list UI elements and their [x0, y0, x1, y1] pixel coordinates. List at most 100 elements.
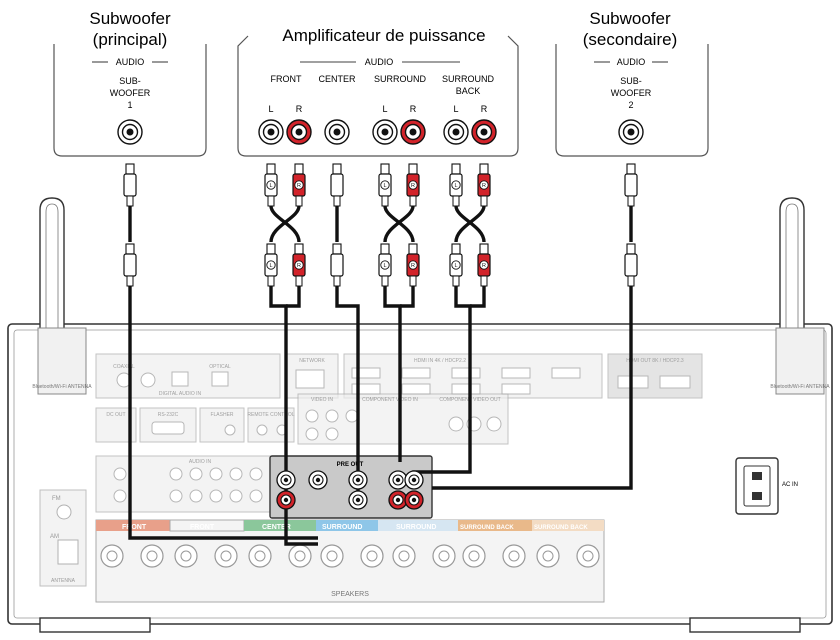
surround-l-top-plug: L [378, 163, 392, 207]
center-top-plug [330, 163, 344, 207]
antenna-label: Bluetooth/Wi-Fi ANTENNA [32, 384, 92, 390]
rear-panel-top: DIGITAL AUDIO IN OPTICAL COAXIAL NETWORK… [95, 353, 703, 399]
video-in-label: VIDEO IN [311, 397, 333, 403]
amp-channel-center: CENTER [318, 74, 356, 84]
left-foot [39, 617, 151, 633]
svg-text:L: L [383, 263, 386, 269]
center-tab [244, 520, 316, 531]
sub-2-top-plug [624, 163, 638, 207]
svg-text:R: R [482, 183, 486, 189]
right-foot [689, 617, 801, 633]
surround-r-tab [316, 520, 378, 531]
amp-surround-l-jack[interactable] [372, 119, 398, 145]
preout-sub-2[interactable] [348, 470, 368, 490]
speaker-label-surround-l: SURROUND [396, 524, 436, 531]
subwoofer-1-jack[interactable] [117, 119, 143, 145]
amplifier-audio-label: AUDIO [365, 57, 394, 67]
surround-l-bottom-plug: L [378, 243, 392, 287]
dc-out-label: DC OUT [106, 412, 125, 418]
fm-am-antenna-label: ANTENNA [51, 578, 76, 584]
amp-surround-l-label: L [382, 104, 387, 114]
svg-text:R: R [297, 263, 301, 269]
svg-text:L: L [269, 263, 272, 269]
preout-back-l[interactable] [404, 470, 424, 490]
amp-channel-back-suffix: BACK [456, 86, 481, 96]
subwoofer-main-title: Subwoofer [89, 9, 171, 28]
ac-in-label: AC IN [782, 482, 798, 488]
surround-back-r-tab [458, 520, 532, 531]
surround-l-tab [378, 520, 458, 531]
svg-text:L: L [454, 263, 457, 269]
speaker-terminal-center [180, 550, 192, 562]
amp-back-r-jack[interactable] [471, 119, 497, 145]
subwoofer-main-jack-label-3: 1 [127, 100, 132, 110]
preout-back-r[interactable] [404, 490, 424, 510]
preout-surround-l[interactable] [388, 470, 408, 490]
front-r-tab [96, 520, 170, 531]
subwoofer-secondary-panel: Subwoofer (secondaire) AUDIO SUB- WOOFER… [555, 9, 709, 157]
sub-1-bottom-plug [123, 243, 137, 287]
svg-text:L: L [269, 183, 272, 189]
svg-text:R: R [297, 183, 301, 189]
back-l-bottom-plug: L [449, 243, 463, 287]
preout-front-r[interactable] [276, 490, 296, 510]
subwoofer-main-jack-label-2: WOOFER [110, 88, 151, 98]
audio-in-label: AUDIO IN [189, 459, 212, 465]
svg-text:R: R [411, 263, 415, 269]
coaxial-label: COAXIAL [113, 364, 135, 370]
preout-surround-r[interactable] [388, 490, 408, 510]
subwoofer-main-panel: Subwoofer (principal) AUDIO SUB- WOOFER … [53, 9, 207, 157]
audio-in-block: AUDIO IN [95, 455, 273, 513]
preout-front-l[interactable] [276, 470, 296, 490]
speaker-terminal-center [326, 550, 338, 562]
optical-label: OPTICAL [209, 364, 231, 370]
ac-inlet[interactable]: AC IN [735, 457, 798, 515]
subwoofer-2-jack[interactable] [618, 119, 644, 145]
amp-center-jack[interactable] [324, 119, 350, 145]
amp-surround-r-label: R [410, 104, 417, 114]
speaker-terminal-center [398, 550, 410, 562]
front-r-bottom-plug: R [292, 243, 306, 287]
am-label: AM [50, 534, 59, 540]
speaker-terminal-center [582, 550, 594, 562]
amp-surround-r-jack[interactable] [400, 119, 426, 145]
remote-control-label: REMOTE CONTROL [247, 412, 294, 418]
speaker-terminal-center [220, 550, 232, 562]
speaker-label-surround-r: SURROUND [322, 524, 362, 531]
amp-front-r-jack[interactable] [286, 119, 312, 145]
speaker-terminal-center [146, 550, 158, 562]
component-in-label: COMPONENT VIDEO IN [362, 397, 418, 403]
amp-front-l-jack[interactable] [258, 119, 284, 145]
left-antenna: Bluetooth/Wi-Fi ANTENNA [32, 197, 92, 395]
preout-sub-1[interactable] [308, 470, 328, 490]
speaker-terminal-center [508, 550, 520, 562]
sub-2-bottom-plug [624, 243, 638, 287]
subwoofer-secondary-audio-label: AUDIO [617, 57, 646, 67]
amp-channel-front: FRONT [271, 74, 302, 84]
speaker-terminal-center [106, 550, 118, 562]
amp-back-l-jack[interactable] [443, 119, 469, 145]
fm-am-antenna-block: FM AM ANTENNA [39, 489, 87, 587]
surround-back-l-tab [532, 520, 604, 531]
surround-r-top-plug: R [406, 163, 420, 207]
subwoofer-main-audio-label: AUDIO [116, 57, 145, 67]
svg-text:R: R [482, 263, 486, 269]
amplifier-title: Amplificateur de puissance [282, 26, 485, 45]
amp-channel-surround-back: SURROUND [442, 74, 495, 84]
speaker-terminal-center [468, 550, 480, 562]
svg-text:L: L [383, 183, 386, 189]
surround-r-bottom-plug: R [406, 243, 420, 287]
flasher-label: FLASHER [210, 412, 233, 418]
speaker-label-center: CENTER [262, 524, 291, 531]
preout-center[interactable] [348, 490, 368, 510]
svg-text:L: L [454, 183, 457, 189]
speaker-terminal-center [366, 550, 378, 562]
front-l-top-plug: L [264, 163, 278, 207]
amp-back-l-label: L [453, 104, 458, 114]
network-label: NETWORK [299, 358, 325, 364]
back-r-top-plug: R [477, 163, 491, 207]
subwoofer-secondary-jack-label-2: WOOFER [611, 88, 652, 98]
speaker-label-back-r: SURROUND BACK [460, 525, 514, 531]
amp-front-l-label: L [268, 104, 273, 114]
fm-label: FM [52, 496, 61, 502]
